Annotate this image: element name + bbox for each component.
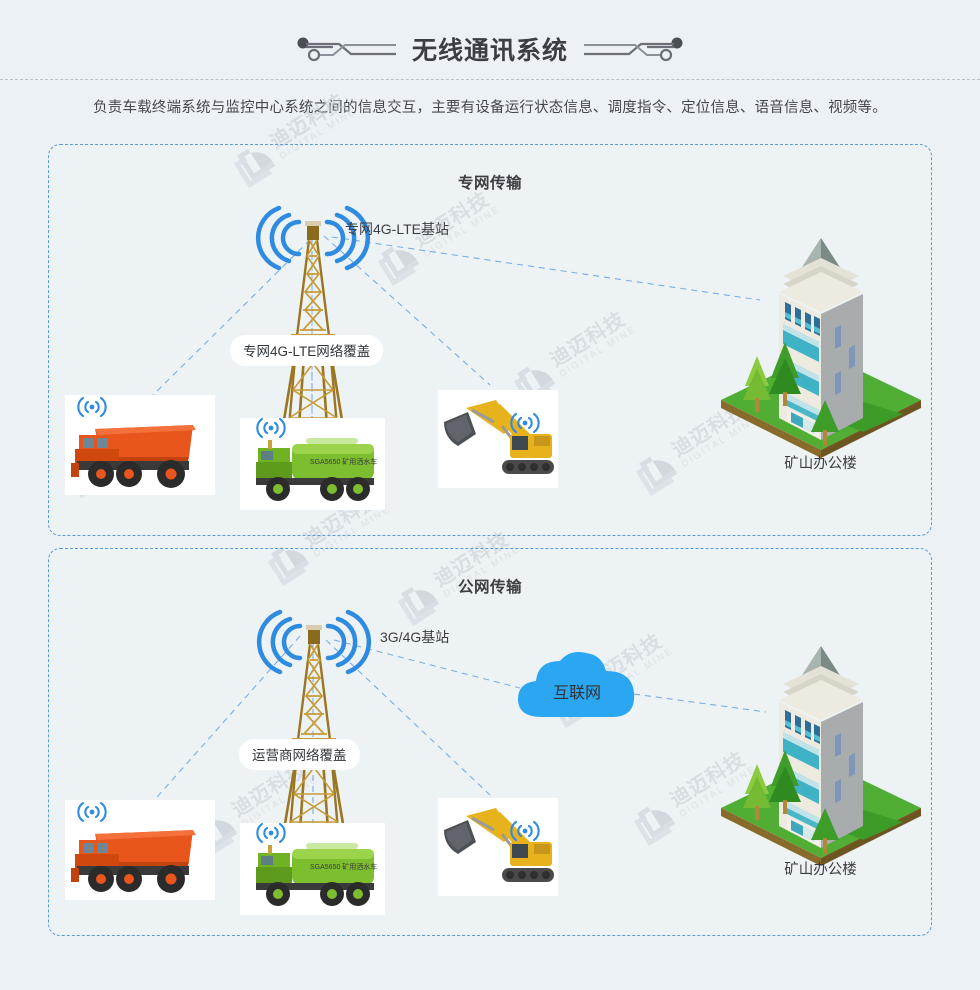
circuit-trace-left-icon <box>297 37 396 62</box>
internet-cloud[interactable]: 互联网 <box>512 645 642 727</box>
wifi-signal-icon <box>72 797 112 825</box>
vehicle-model-text: SGA5650 矿用洒水车 <box>310 862 377 871</box>
panel-title: 公网传输 <box>457 579 522 596</box>
vehicle-card-dump-truck[interactable] <box>65 395 215 495</box>
vehicle-card-dump-truck[interactable] <box>65 800 215 900</box>
vehicle-card-excavator[interactable] <box>438 390 558 488</box>
wifi-signal-icon <box>72 392 112 420</box>
cloud-icon <box>518 652 635 717</box>
wifi-signal-icon <box>251 818 291 846</box>
header-divider <box>0 79 980 80</box>
destination-label: 矿山办公楼 <box>784 862 857 878</box>
office-building-icon <box>713 232 928 467</box>
page-title: 无线通讯系统 <box>411 37 568 65</box>
base-station-label: 3G/4G基站 <box>380 629 450 645</box>
signal-tower-icon <box>254 600 374 831</box>
wifi-signal-icon <box>251 413 291 441</box>
vehicle-card-water-truck[interactable]: SGA5650 矿用洒水车 <box>240 823 385 915</box>
title-row: 无线通讯系统 <box>0 30 980 68</box>
page-subtitle: 负责车载终端系统与监控中心系统之间的信息交互，主要有设备运行状态信息、调度指令、… <box>93 100 887 116</box>
coverage-pill: 运营商网络覆盖 <box>240 740 359 769</box>
destination-label: 矿山办公楼 <box>784 456 857 472</box>
coverage-pill: 专网4G-LTE网络覆盖 <box>231 336 383 365</box>
wifi-signal-icon <box>505 816 545 844</box>
circuit-trace-right-icon <box>584 37 683 62</box>
panel-title: 专网传输 <box>457 175 522 192</box>
base-station-label: 专网4G-LTE基站 <box>345 221 449 237</box>
office-building-icon <box>713 640 928 875</box>
vehicle-model-text: SGA5650 矿用洒水车 <box>310 457 377 466</box>
wifi-signal-icon <box>505 408 545 436</box>
vehicle-card-excavator[interactable] <box>438 798 558 896</box>
vehicle-card-water-truck[interactable]: SGA5650 矿用洒水车 <box>240 418 385 510</box>
cloud-label: 互联网 <box>552 685 601 702</box>
page-header: 无线通讯系统 <box>0 0 980 90</box>
